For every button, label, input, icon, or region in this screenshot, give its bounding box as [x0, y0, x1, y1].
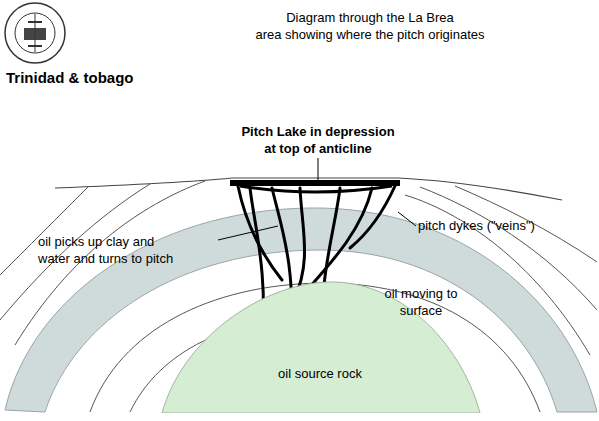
callout-label: oil moving to surface	[366, 285, 476, 319]
diagram-title: Diagram through the La Brea area showing…	[220, 9, 520, 43]
region-label: Trinidad & tobago	[6, 68, 206, 87]
ground-surface	[55, 178, 562, 200]
strata-lines	[0, 181, 597, 412]
node-fill	[162, 282, 480, 413]
callout-label: pitch dykes ("veins")	[418, 217, 588, 234]
pitch-lake	[230, 183, 400, 192]
leader-lines	[218, 158, 416, 300]
rock-stratum-band	[5, 208, 597, 412]
society-logo	[5, 3, 65, 63]
callout-label: oil picks up clay and water and turns to…	[38, 233, 228, 267]
node-label: oil source rock	[220, 365, 420, 382]
callout-label: Pitch Lake in depression at top of antic…	[228, 123, 408, 157]
